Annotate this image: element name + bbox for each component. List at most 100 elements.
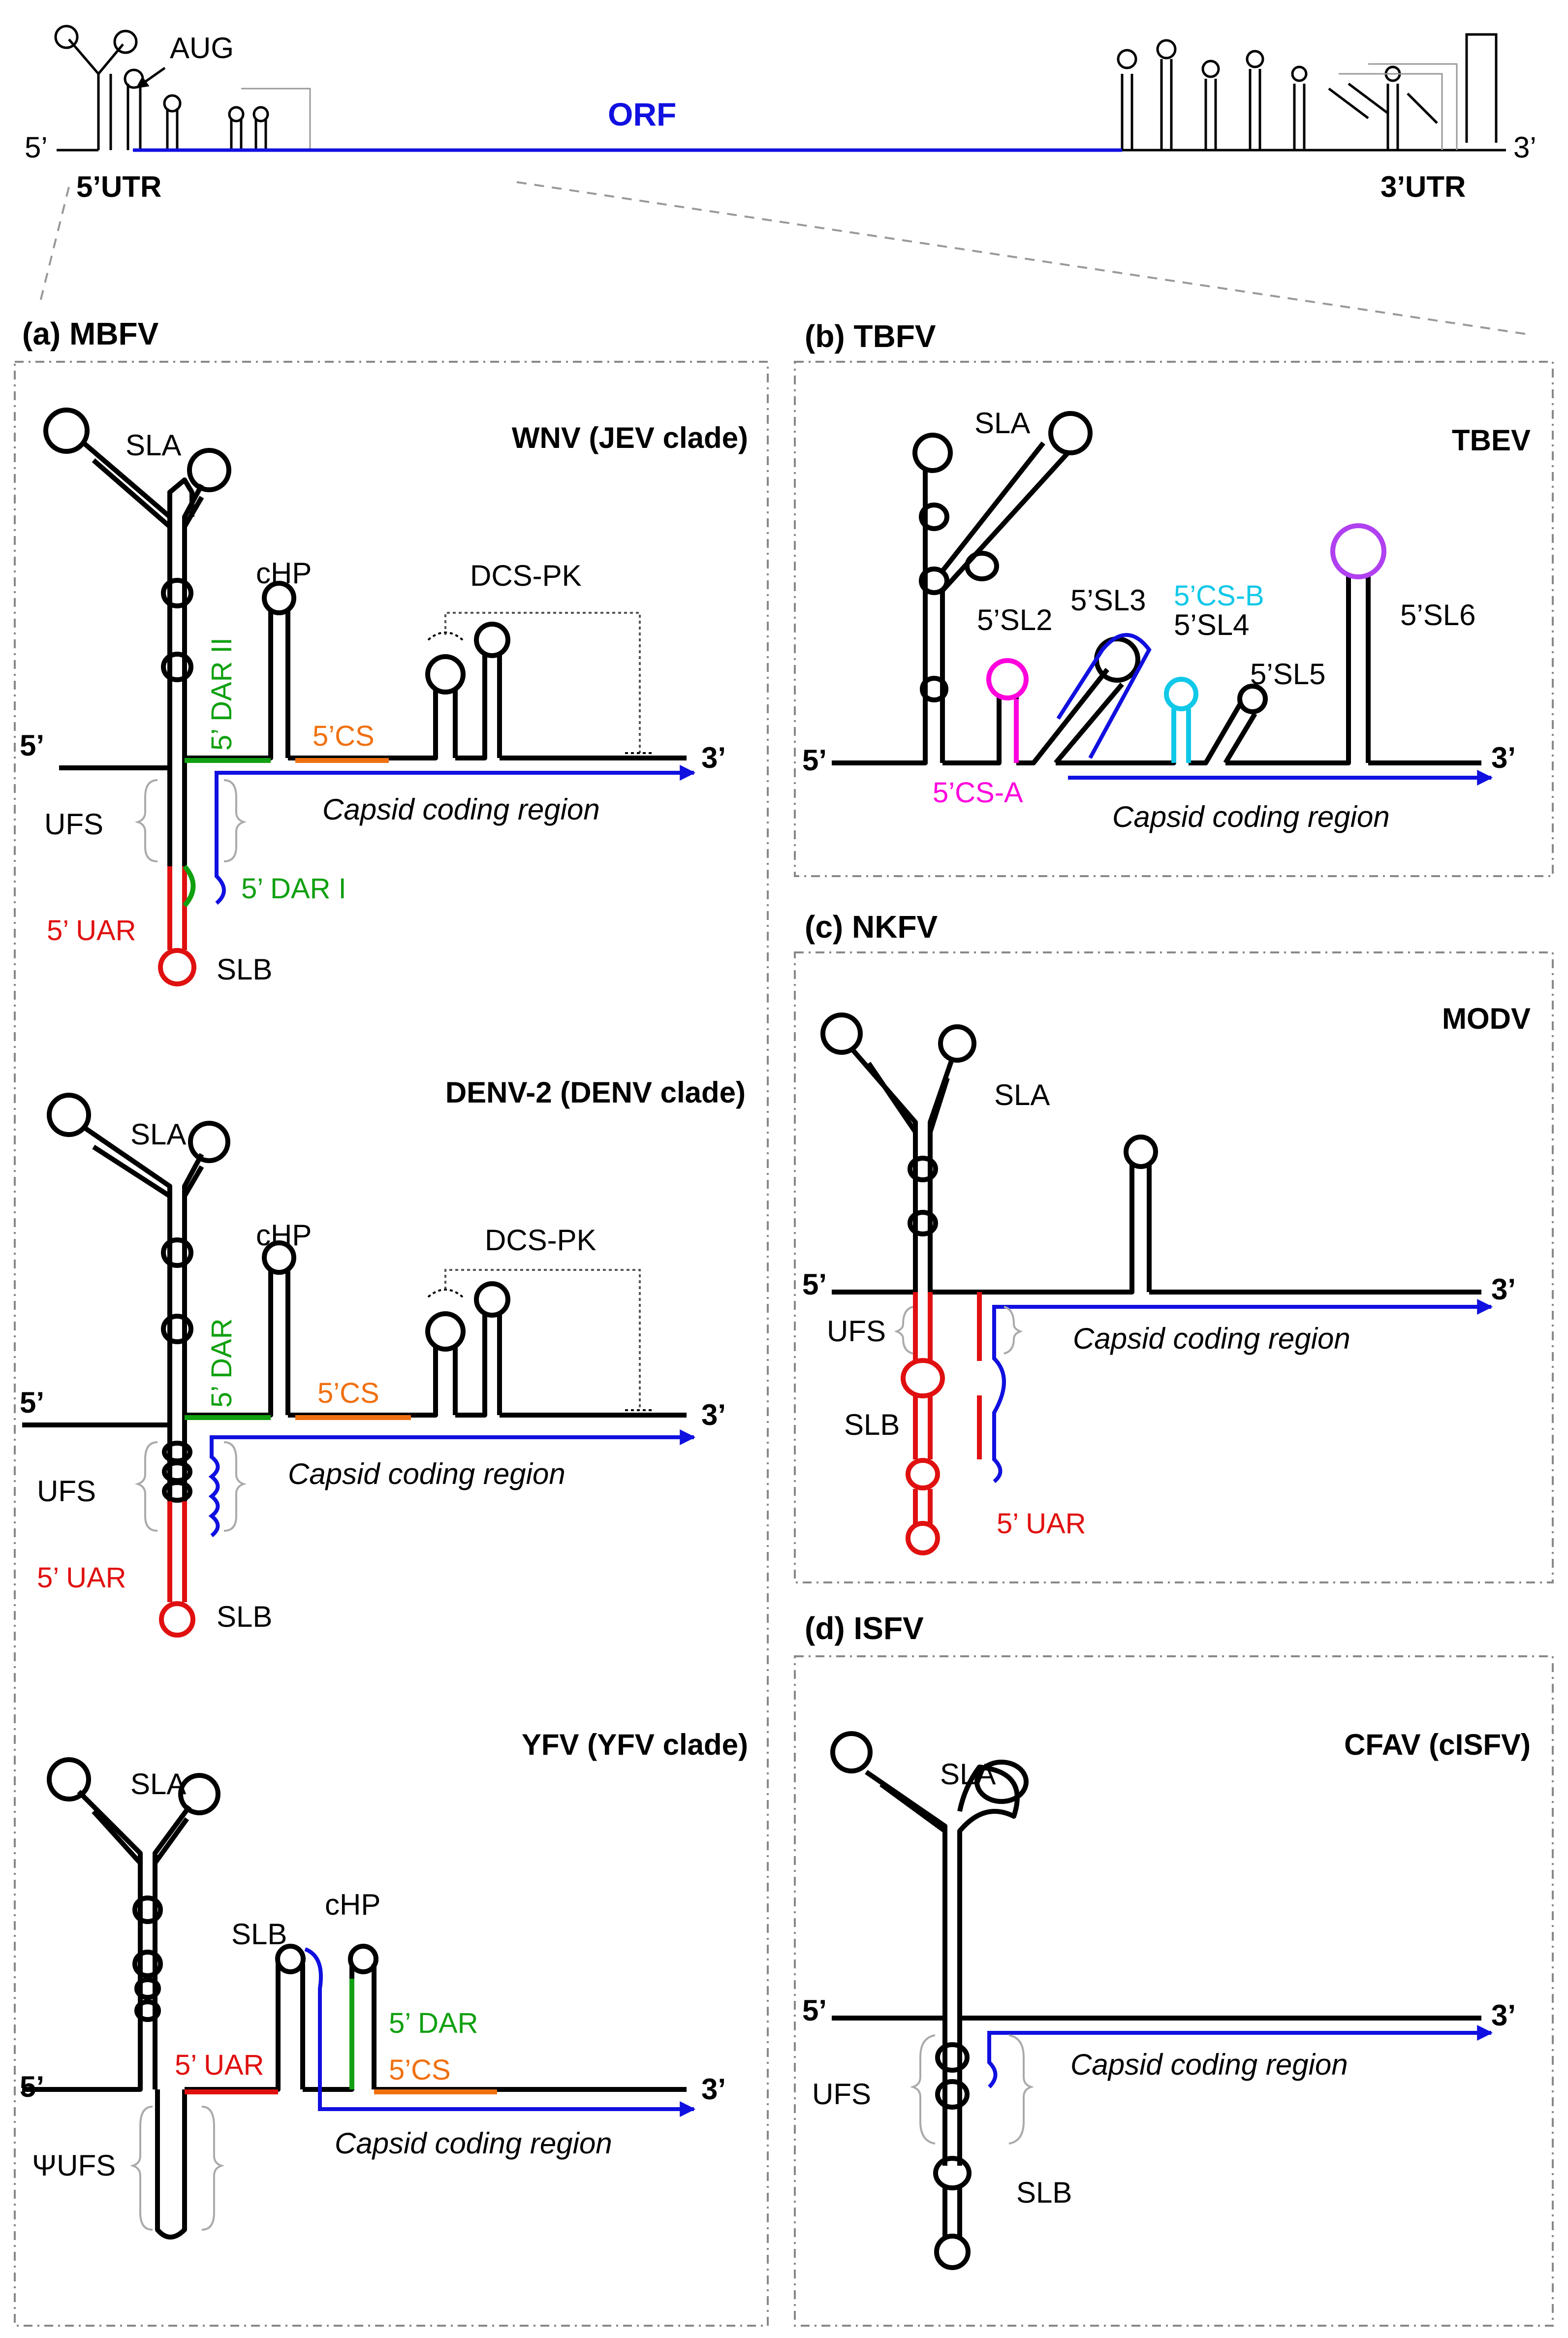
- denv-name: DENV-2 (DENV clade): [445, 1076, 746, 1109]
- denv-orf: [208, 1429, 696, 1538]
- panel-c-frame: [794, 951, 1554, 1583]
- tbev-structure: [832, 411, 1481, 765]
- modv-name: MODV: [1442, 1002, 1531, 1035]
- modv-uar-label: 5’ UAR: [997, 1508, 1086, 1540]
- wnv-dar1: [183, 864, 196, 908]
- cfav-5-end: 5’: [802, 1994, 827, 2027]
- yfv-chp-label: cHP: [325, 1888, 380, 1921]
- modv-3-end: 3’: [1491, 1273, 1516, 1306]
- tbev-sl2-label: 5’SL2: [977, 603, 1052, 636]
- tbev-csa-label: 5’CS-A: [933, 777, 1023, 809]
- panel-d-title: (d) ISFV: [805, 1611, 924, 1646]
- modv-slb: [913, 1292, 933, 1526]
- cfav-sla-label: SLA: [940, 1758, 996, 1791]
- tbev-sl2-loop: [986, 658, 1029, 700]
- yfv-name: YFV (YFV clade): [522, 1728, 748, 1761]
- modv-5-end: 5’: [802, 1268, 827, 1301]
- denv-3-end: 3’: [701, 1398, 726, 1431]
- denv-cs-label: 5’CS: [317, 1377, 379, 1409]
- cfav-slb-label: SLB: [1016, 2176, 1072, 2209]
- panel-b-title: (b) TBFV: [805, 318, 936, 354]
- overview-3utr-label: 3’UTR: [1380, 170, 1466, 203]
- tbev-sl4-label: 5’SL4: [1174, 608, 1249, 641]
- wnv-sla-label: SLA: [125, 429, 181, 462]
- denv-dcs-pk-label: DCS-PK: [485, 1224, 596, 1257]
- modv-ufs-brace: [894, 1306, 1023, 1355]
- cfav-3-end: 3’: [1491, 1999, 1516, 2032]
- wnv-name: WNV (JEV clade): [512, 421, 748, 454]
- wnv-3-end: 3’: [701, 741, 726, 774]
- panel-c-title: (c) NKFV: [805, 909, 938, 945]
- denv-structure: [22, 1093, 687, 1503]
- overview-3-end: 3’: [1513, 131, 1537, 164]
- tbev-sl5-label: 5’SL5: [1250, 658, 1325, 691]
- cfav-name: CFAV (cISFV): [1344, 1728, 1531, 1761]
- wnv-dar2-label: 5’ DAR II: [206, 637, 238, 751]
- yfv-ufs-brace: [129, 2106, 225, 2231]
- yfv-slb-label: SLB: [231, 1918, 287, 1951]
- denv-sla-label: SLA: [130, 1118, 186, 1151]
- modv-ufs-label: UFS: [827, 1315, 886, 1348]
- tbev-sl3-label: 5’SL3: [1070, 584, 1146, 617]
- tbev-sl6-label: 5’SL6: [1400, 599, 1475, 632]
- tbev-sl3-loop: [1094, 636, 1140, 683]
- yfv-5-end: 5’: [20, 2070, 44, 2103]
- overview-5-end: 5’: [25, 131, 48, 164]
- cfav-ufs-label: UFS: [812, 2078, 871, 2111]
- yfv-capsid-label: Capsid coding region: [335, 2127, 612, 2160]
- panel-d-frame: [794, 1655, 1554, 2327]
- panel-b-frame: [794, 361, 1554, 877]
- wnv-slb-label: SLB: [217, 953, 272, 986]
- aug-arrow: [135, 66, 166, 89]
- wnv-chp-label: cHP: [256, 557, 312, 590]
- denv-capsid-label: Capsid coding region: [288, 1457, 565, 1490]
- denv-dcs-pk-bracket: [444, 1269, 641, 1410]
- overview-5utr-label: 5’UTR: [76, 170, 161, 203]
- tbev-csb-loop: [1164, 677, 1198, 711]
- wnv-dcs-pk-bracket: [444, 612, 641, 753]
- modv-capsid-label: Capsid coding region: [1073, 1322, 1350, 1355]
- wnv-5-end: 5’: [20, 729, 44, 762]
- denv-uar-label: 5’ UAR: [37, 1562, 126, 1594]
- yfv-3-end: 3’: [701, 2073, 726, 2106]
- overview-aug-label: AUG: [170, 32, 234, 64]
- yfv-sla-label: SLA: [130, 1768, 186, 1801]
- overview-zoom-lines: [38, 181, 1531, 336]
- denv-slb-label: SLB: [217, 1600, 272, 1633]
- modv-slb-label: SLB: [844, 1408, 900, 1441]
- wnv-orf: [215, 765, 696, 905]
- tbev-sl6-loop: [1330, 523, 1386, 579]
- denv-uar: [167, 1501, 187, 1602]
- cfav-structure: [830, 1731, 1481, 2270]
- overview-sla: [68, 38, 124, 150]
- tbev-sla-label: SLA: [974, 407, 1030, 440]
- yfv-ufs-label: ΨUFS: [32, 2149, 116, 2182]
- panel-a-frame: [14, 361, 769, 2327]
- tbev-3-end: 3’: [1491, 741, 1516, 774]
- tbev-sl3-orf: [1056, 633, 1152, 759]
- tbev-name: TBEV: [1452, 424, 1531, 457]
- cfav-orf: [987, 2025, 1493, 2088]
- wnv-capsid-label: Capsid coding region: [322, 793, 600, 826]
- denv-chp-label: cHP: [256, 1219, 312, 1252]
- wnv-ufs-brace: [134, 779, 247, 862]
- wnv-dar1-label: 5’ DAR I: [241, 873, 346, 905]
- tbev-csb-label: 5’CS-B: [1174, 580, 1264, 612]
- tbev-5-end: 5’: [802, 744, 827, 777]
- wnv-uar: [167, 866, 187, 950]
- overview-pk-brackets: [241, 63, 1458, 150]
- yfv-uar-label: 5’ UAR: [175, 2049, 264, 2081]
- modv-orf: [992, 1299, 1493, 1484]
- yfv-dar-label: 5’ DAR: [389, 2007, 478, 2039]
- tbev-capsid-label: Capsid coding region: [1112, 800, 1390, 833]
- genome-overview: [54, 25, 1506, 152]
- denv-ufs-brace: [134, 1441, 247, 1532]
- cfav-ufs-brace: [909, 2034, 1035, 2145]
- modv-sla-label: SLA: [994, 1078, 1050, 1111]
- wnv-dcs-pk-label: DCS-PK: [470, 559, 582, 592]
- panel-a-title: (a) MBFV: [22, 316, 159, 351]
- yfv-orf: [304, 1947, 696, 2117]
- denv-5-end: 5’: [20, 1386, 44, 1419]
- modv-structure: [820, 1012, 1481, 1295]
